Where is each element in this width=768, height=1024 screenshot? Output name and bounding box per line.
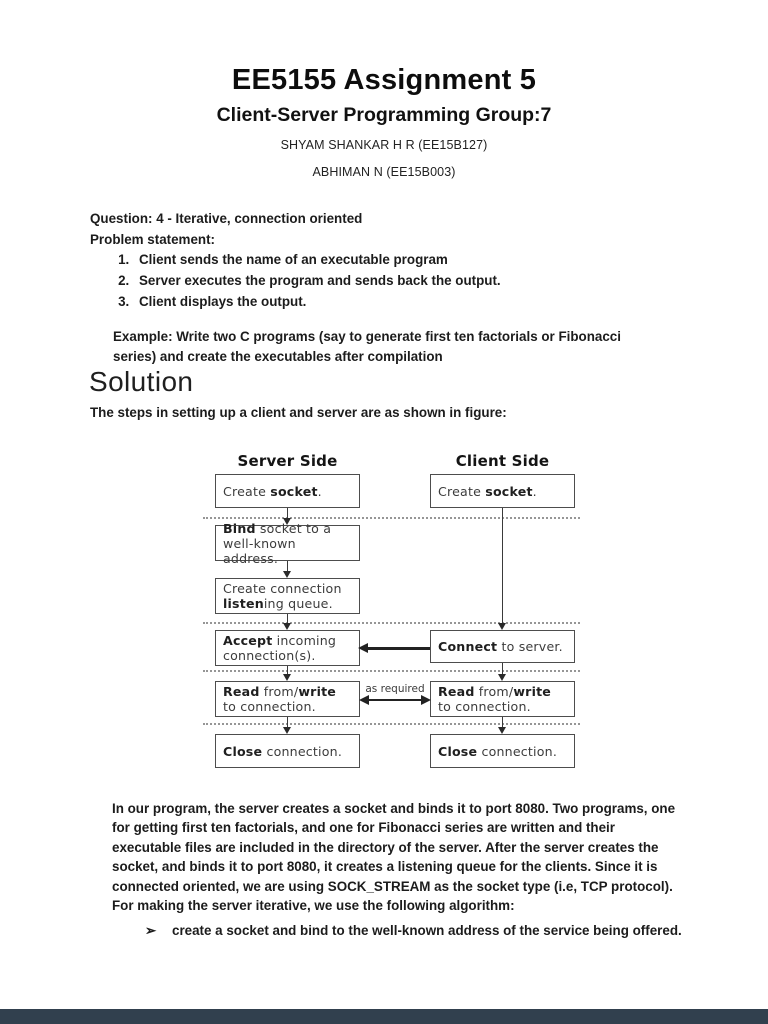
flow-arrow-down [286, 561, 289, 572]
flow-arrow-down [501, 663, 504, 675]
arrow-head-left-icon [359, 695, 369, 705]
algorithm-bullet-text: create a socket and bind to the well-kno… [172, 923, 682, 939]
dotted-separator [203, 723, 580, 725]
arrow-head-down-icon [283, 623, 291, 630]
flow-box-client-close: Close connection. [430, 734, 575, 768]
problem-item: Client displays the output. [133, 292, 676, 313]
arrow-head-down-icon [283, 674, 291, 681]
flow-box-server-read-write: Read from/write to connection. [215, 681, 360, 717]
flow-arrow-down [286, 717, 289, 728]
arrow-head-down-icon [498, 727, 506, 734]
flow-box-server-create-socket: Create socket. [215, 474, 360, 508]
server-side-header: Server Side [237, 452, 338, 470]
document-subtitle: Client-Server Programming Group:7 [216, 104, 552, 126]
problem-statement-list: Client sends the name of an executable p… [90, 250, 676, 312]
example-paragraph: Example: Write two C programs (say to ge… [113, 328, 621, 365]
flow-arrow-down [286, 614, 289, 624]
arrow-head-down-icon [498, 674, 506, 681]
flow-arrow-down [501, 717, 504, 728]
document-title: EE5155 Assignment 5 [231, 64, 537, 96]
flow-arrow-connect-to-accept [367, 646, 430, 650]
question-heading: Question: 4 - Iterative, connection orie… [90, 211, 363, 226]
problem-item: Server executes the program and sends ba… [133, 271, 676, 292]
author-line: ABHIMAN N (EE15B003) [312, 165, 456, 179]
viewer-bottom-bar [0, 1009, 768, 1024]
bullet-arrow-icon: ➢ [145, 923, 157, 939]
flow-arrow-down [501, 508, 504, 624]
flow-arrow-as-required [368, 698, 422, 702]
dotted-separator [203, 517, 580, 519]
flow-box-client-create-socket: Create socket. [430, 474, 575, 508]
body-section: In our program, the server creates a soc… [112, 799, 684, 941]
flow-box-client-read-write: Read from/write to connection. [430, 681, 575, 717]
client-side-header: Client Side [455, 452, 550, 470]
arrow-head-down-icon [283, 727, 291, 734]
arrow-head-down-icon [283, 571, 291, 578]
flow-box-server-close: Close connection. [215, 734, 360, 768]
flow-box-server-bind: Bind socket to a well-known address. [215, 521, 360, 566]
arrow-head-left-icon [358, 643, 368, 653]
algorithm-bullet: ➢ create a socket and bind to the well-k… [145, 921, 684, 940]
dotted-separator [203, 622, 580, 624]
body-paragraph: In our program, the server creates a soc… [112, 801, 676, 914]
flow-box-client-connect: Connect to server. [430, 630, 575, 663]
arrow-head-down-icon [498, 623, 506, 630]
flow-arrow-down [286, 666, 289, 675]
dotted-separator [203, 670, 580, 672]
flow-box-server-accept: Accept incoming connection(s). [215, 630, 360, 666]
arrow-head-right-icon [421, 695, 431, 705]
flow-arrow-down [286, 508, 289, 519]
arrow-head-down-icon [283, 518, 291, 525]
as-required-label: as required [365, 683, 425, 695]
author-line: SHYAM SHANKAR H R (EE15B127) [280, 138, 488, 152]
problem-item: Client sends the name of an executable p… [133, 250, 676, 271]
question-section: Question: 4 - Iterative, connection orie… [90, 209, 676, 368]
solution-intro: The steps in setting up a client and ser… [90, 405, 507, 420]
flow-diagram: Server Side Client Side Create socket. B… [203, 450, 580, 772]
problem-statement-label: Problem statement: [90, 231, 216, 247]
solution-heading: Solution [89, 366, 194, 397]
flow-box-server-listen-queue: Create connection listening queue. [215, 578, 360, 614]
